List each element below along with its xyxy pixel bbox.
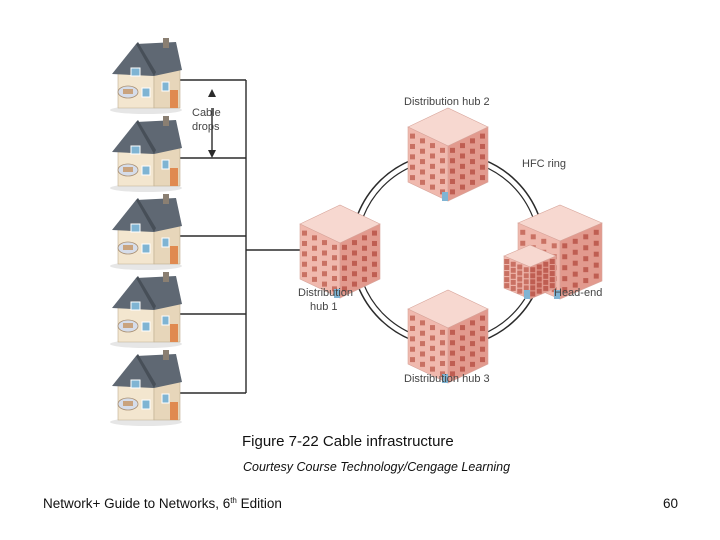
distribution-hub-1-label-line2: hub 1 xyxy=(310,301,338,313)
arrowhead-up-icon xyxy=(208,89,216,97)
page-number: 60 xyxy=(662,496,678,511)
hfc-ring-label: HFC ring xyxy=(522,158,566,170)
house-icon xyxy=(110,38,182,114)
cable-drop-lines xyxy=(180,79,302,394)
house-icon xyxy=(110,350,182,426)
house-icon xyxy=(110,116,182,192)
house-icon xyxy=(110,272,182,348)
figure-caption: Figure 7-22 Cable infrastructure xyxy=(242,433,454,450)
arrowhead-down-icon xyxy=(208,150,216,158)
house-icon xyxy=(110,194,182,270)
buildings-group xyxy=(299,107,603,384)
distribution-hub-1-building xyxy=(299,204,381,299)
head-end-annex-building xyxy=(503,244,557,300)
distribution-hub-2-building xyxy=(407,107,489,202)
distribution-hub-1-label-line1: Distribution xyxy=(298,287,353,299)
book-title-suffix: Edition xyxy=(236,496,282,511)
cable-drops-label-line1: Cable xyxy=(192,107,221,119)
distribution-hub-3-label: Distribution hub 3 xyxy=(404,373,490,385)
book-title-prefix: Network+ Guide to Networks, 6 xyxy=(43,496,231,511)
distribution-hub-2-label: Distribution hub 2 xyxy=(404,96,490,108)
cable-drops-label-line2: drops xyxy=(192,121,220,133)
figure-credit: Courtesy Course Technology/Cengage Learn… xyxy=(243,460,511,474)
head-end-label: Head-end xyxy=(554,287,602,299)
edition-superscript: th xyxy=(230,496,237,505)
houses-group xyxy=(110,38,182,426)
book-title-footer: Network+ Guide to Networks, 6th Edition xyxy=(43,496,282,511)
distribution-hub-3-building xyxy=(407,289,489,384)
